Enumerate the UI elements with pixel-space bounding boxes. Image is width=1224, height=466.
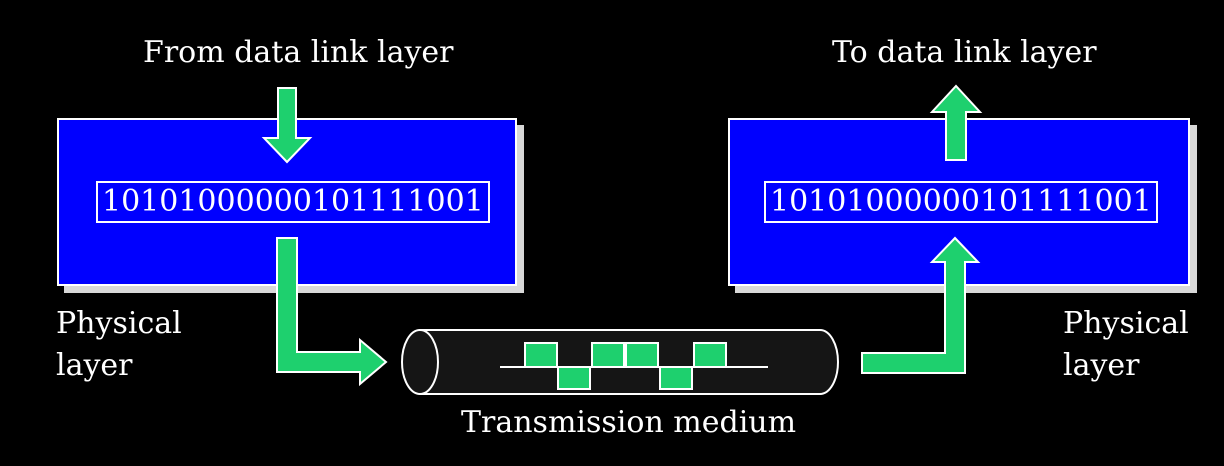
signal-waveform bbox=[500, 342, 768, 390]
label-physical-layer-right: Physical layer bbox=[1063, 303, 1189, 387]
signal-pulse-low-2 bbox=[659, 366, 693, 390]
arrow-sender-to-medium-icon bbox=[276, 237, 388, 387]
receiver-bit-stream: 10101000000101111001 bbox=[764, 181, 1158, 223]
label-to-data-link-layer: To data link layer bbox=[832, 35, 1097, 70]
label-from-data-link-layer: From data link layer bbox=[143, 35, 454, 70]
arrow-up-out-of-receiver-icon bbox=[929, 84, 983, 161]
arrow-down-into-sender-icon bbox=[261, 87, 313, 164]
arrow-medium-to-receiver-icon bbox=[861, 236, 981, 374]
label-physical-left-line2: layer bbox=[56, 348, 133, 383]
sender-physical-layer-box: 10101000000101111001 bbox=[57, 118, 517, 286]
signal-pulse-high-2 bbox=[591, 342, 625, 368]
signal-pulse-low-1 bbox=[557, 366, 591, 390]
label-physical-left-line1: Physical bbox=[56, 306, 182, 341]
sender-bit-stream: 10101000000101111001 bbox=[96, 181, 490, 223]
label-transmission-medium: Transmission medium bbox=[461, 405, 797, 440]
signal-pulse-high-1 bbox=[524, 342, 558, 368]
signal-pulse-high-3 bbox=[625, 342, 659, 368]
label-physical-layer-left: Physical layer bbox=[56, 303, 182, 387]
label-physical-right-line1: Physical bbox=[1063, 306, 1189, 341]
signal-pulse-high-4 bbox=[693, 342, 727, 368]
label-physical-right-line2: layer bbox=[1063, 348, 1140, 383]
